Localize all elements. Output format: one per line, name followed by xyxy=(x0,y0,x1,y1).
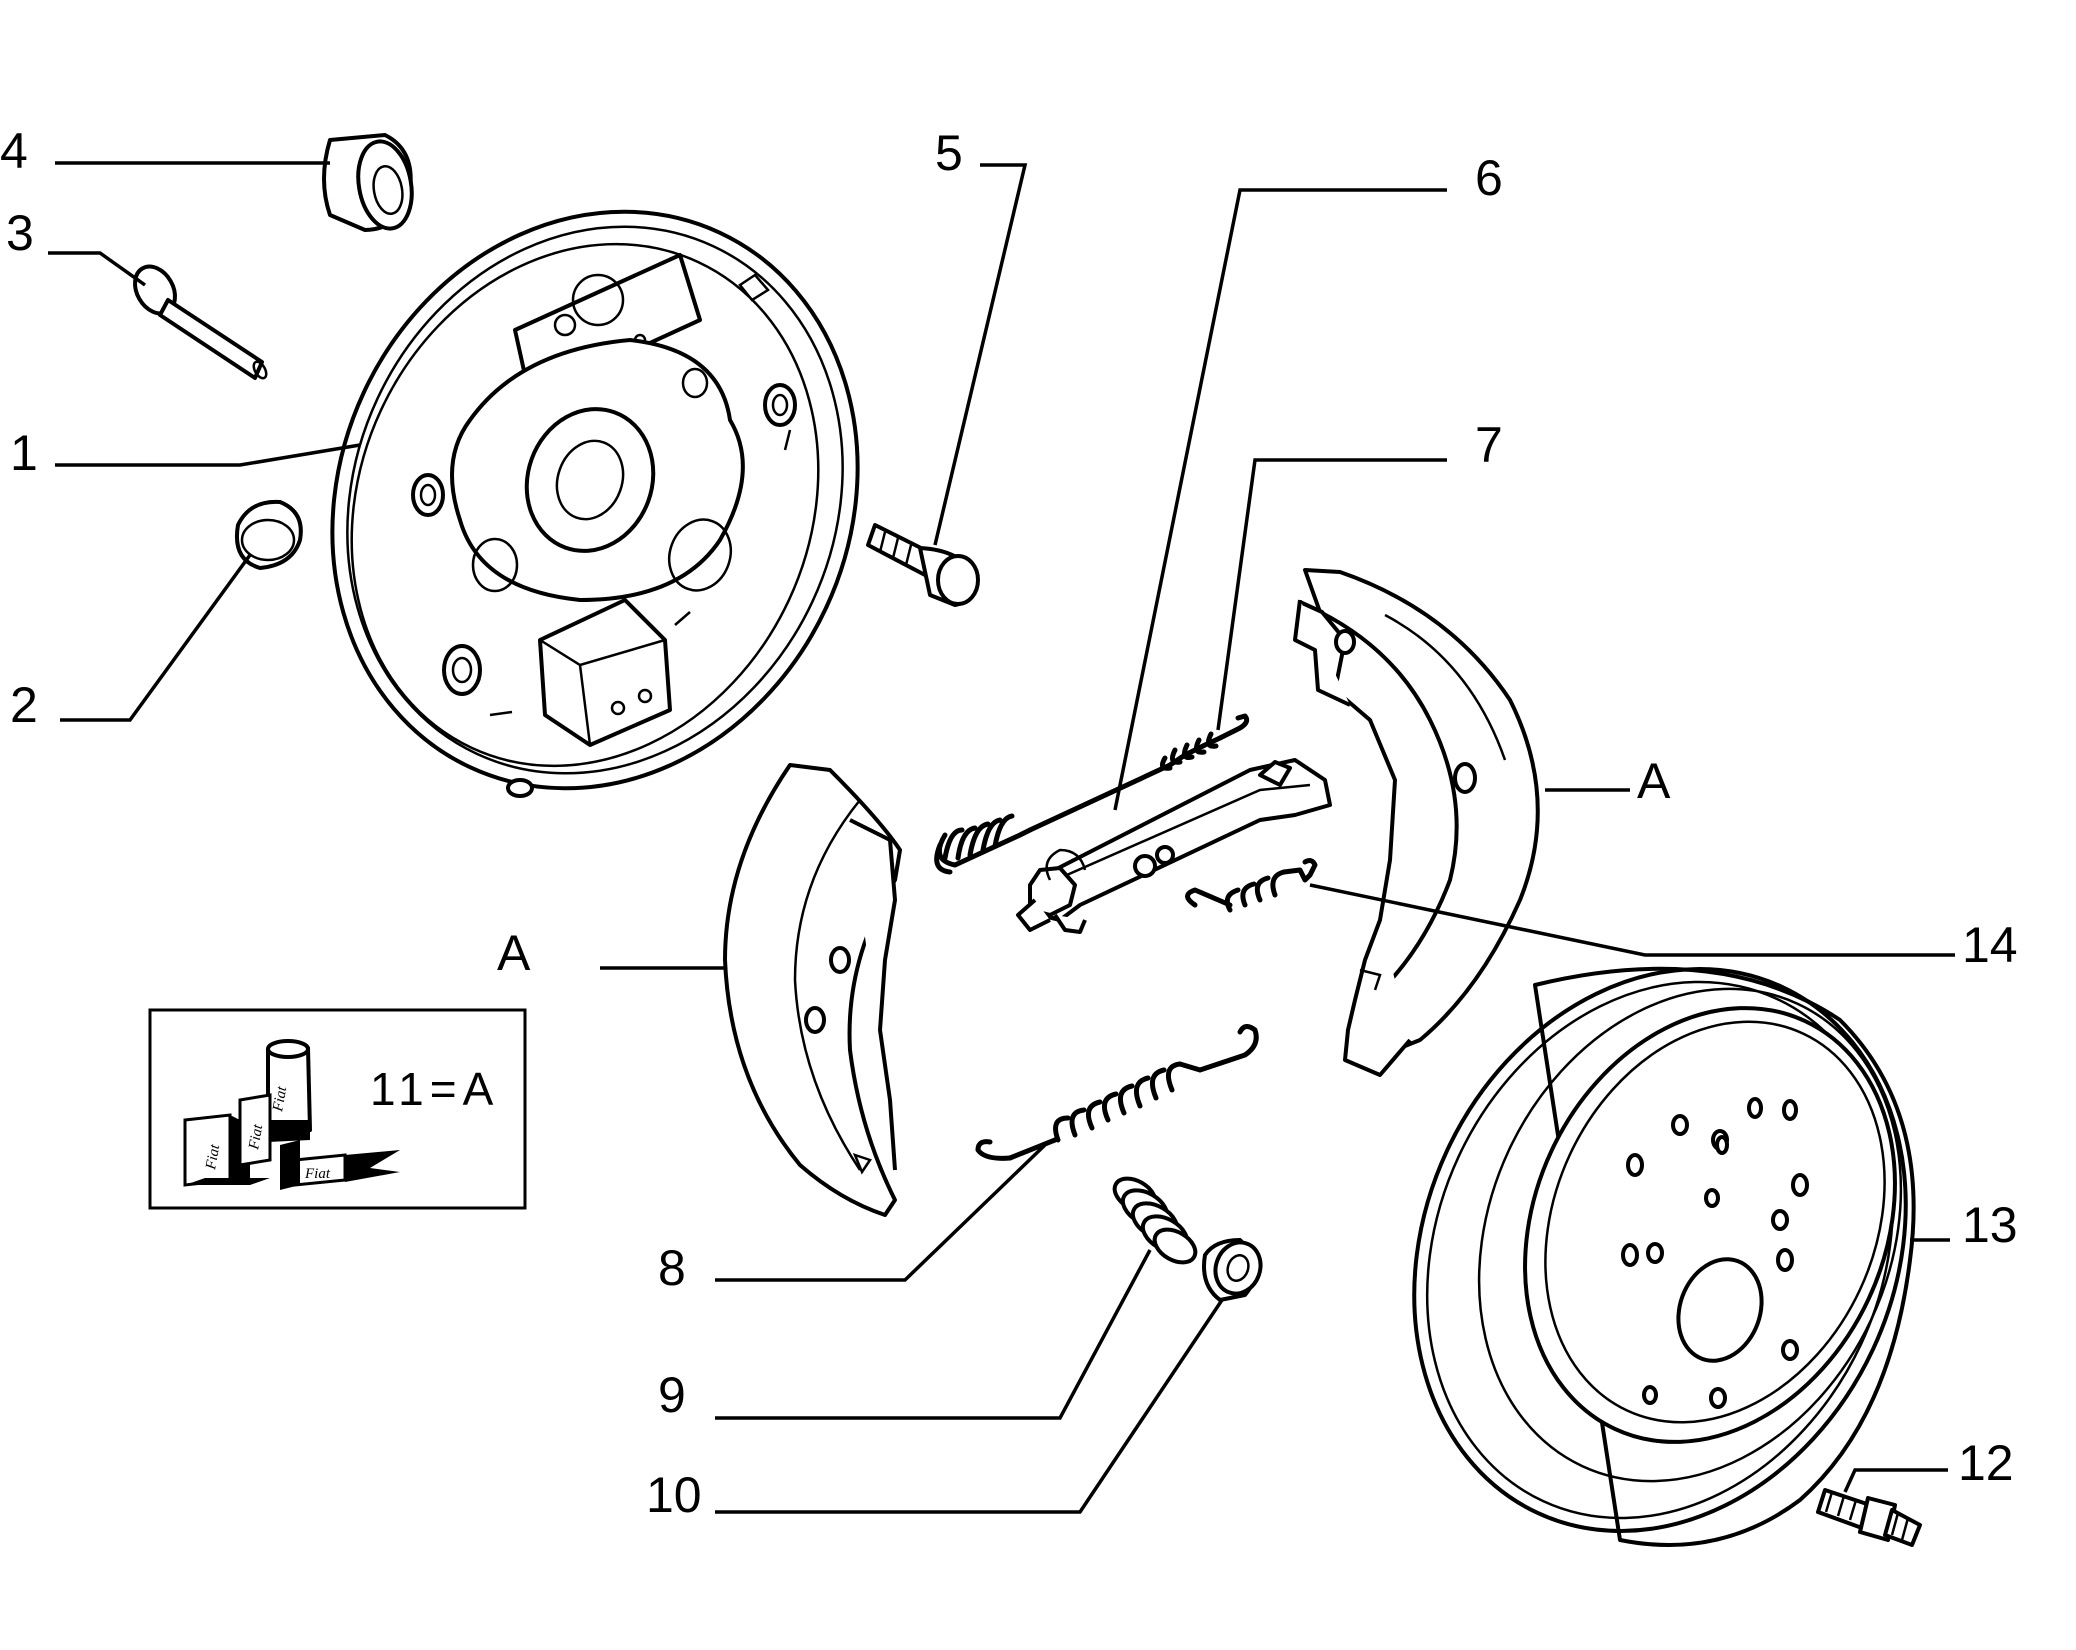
kit-label: 11=A xyxy=(370,1063,499,1115)
upper-spring-part-7 xyxy=(934,713,1250,875)
bolt-part-5 xyxy=(866,523,980,607)
callout-12: 12 xyxy=(1958,1435,2014,1491)
backing-plate xyxy=(330,209,860,798)
bushing-part-4 xyxy=(322,133,414,232)
callout-6: 6 xyxy=(1475,150,1503,206)
callout-4: 4 xyxy=(0,123,28,179)
spring-part-14 xyxy=(1185,858,1318,913)
callout-2: 2 xyxy=(10,677,38,733)
callout-1: 1 xyxy=(10,425,38,481)
brake-shoe-right xyxy=(1293,568,1540,1077)
kit-box-part-11: Fiat Fiat Fiat Fiat 11=A xyxy=(148,1008,527,1210)
small-spring-part-9 xyxy=(1112,1176,1198,1265)
long-spring-part-8 xyxy=(975,1024,1259,1161)
callout-A-left: A xyxy=(497,925,531,981)
kit-brand-mark-3: Fiat xyxy=(246,1122,266,1151)
callout-13: 13 xyxy=(1962,1197,2018,1253)
callout-7: 7 xyxy=(1475,417,1503,473)
pin-part-3 xyxy=(133,264,268,380)
adjuster-strut-part-6 xyxy=(1016,758,1332,934)
callout-A-right: A xyxy=(1637,753,1671,809)
brake-drum-part-13 xyxy=(1412,966,1916,1547)
callout-8: 8 xyxy=(658,1240,686,1296)
kit-brand-mark-1: Fiat xyxy=(270,1084,290,1113)
callout-3: 3 xyxy=(6,205,34,261)
leader-lines xyxy=(48,161,1955,1514)
callout-labels: 4 3 1 2 5 6 7 A A 14 13 8 9 10 12 xyxy=(0,123,2018,1523)
wheel-stud-part-12 xyxy=(1816,1488,1922,1547)
callout-9: 9 xyxy=(658,1367,686,1423)
kit-brand-mark-4: Fiat xyxy=(304,1166,331,1182)
kit-brand-mark-2: Fiat xyxy=(203,1142,223,1171)
cup-part-10 xyxy=(1202,1238,1263,1302)
brake-shoe-left xyxy=(723,763,902,1217)
callout-10: 10 xyxy=(646,1467,702,1523)
callout-5: 5 xyxy=(935,125,963,181)
callout-14: 14 xyxy=(1962,917,2018,973)
